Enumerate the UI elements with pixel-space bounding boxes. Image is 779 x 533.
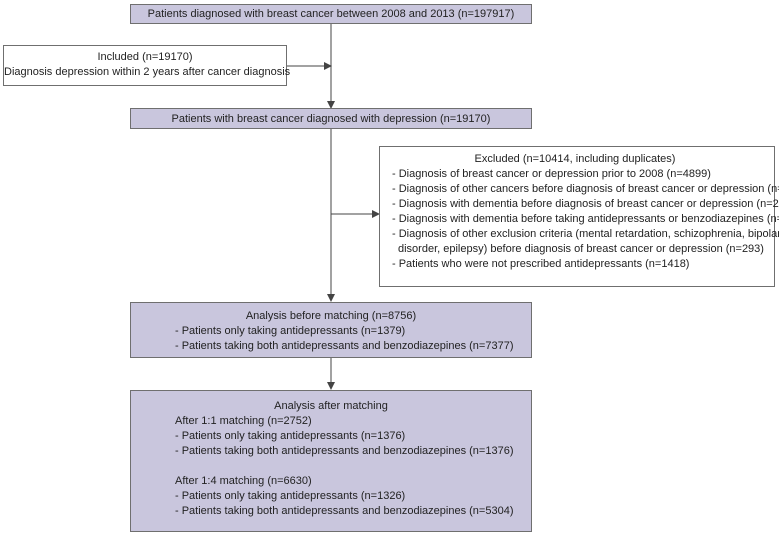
group-spacer — [175, 459, 525, 474]
after-matching-box: Analysis after matching After 1:1 matchi… — [130, 390, 532, 532]
excluded-item: - Patients who were not prescribed antid… — [392, 258, 690, 270]
depression-box: Patients with breast cancer diagnosed wi… — [130, 108, 532, 129]
before-matching-title: Analysis before matching (n=8756) — [245, 310, 417, 322]
included-criteria: Diagnosis depression within 2 years afte… — [4, 66, 291, 78]
top-box: Patients diagnosed with breast cancer be… — [130, 4, 532, 24]
excluded-item-continued: disorder, epilepsy) before diagnosis of … — [398, 243, 764, 255]
excluded-box: Excluded (n=10414, including duplicates)… — [379, 146, 779, 287]
included-title: Included (n=19170) — [97, 51, 193, 63]
after-1-4-item: - Patients only taking antidepressants (… — [175, 490, 406, 502]
after-matching-title: Analysis after matching — [274, 400, 388, 412]
after-1-1-item: - Patients only taking antidepressants (… — [175, 430, 406, 442]
before-matching-item: - Patients only taking antidepressants (… — [175, 325, 406, 337]
before-matching-box: Analysis before matching (n=8756) - Pati… — [130, 302, 532, 358]
after-1-1-item: - Patients taking both antidepressants a… — [175, 445, 514, 457]
included-box: Included (n=19170) Diagnosis depression … — [3, 45, 291, 86]
excluded-item: - Diagnosis of other exclusion criteria … — [392, 228, 779, 240]
after-1-4-item: - Patients taking both antidepressants a… — [175, 505, 514, 517]
excluded-item: - Diagnosis of breast cancer or depressi… — [392, 168, 711, 180]
excluded-item: - Diagnosis of other cancers before diag… — [392, 183, 779, 195]
after-1-4-label: After 1:4 matching (n=6630) — [175, 475, 312, 487]
excluded-item: - Diagnosis with dementia before diagnos… — [392, 198, 779, 210]
before-matching-item: - Patients taking both antidepressants a… — [175, 340, 514, 352]
excluded-item: - Diagnosis with dementia before taking … — [392, 213, 779, 225]
excluded-title: Excluded (n=10414, including duplicates) — [474, 153, 676, 165]
top-box-text: Patients diagnosed with breast cancer be… — [147, 8, 515, 20]
depression-box-text: Patients with breast cancer diagnosed wi… — [171, 113, 491, 125]
after-1-1-label: After 1:1 matching (n=2752) — [175, 415, 312, 427]
